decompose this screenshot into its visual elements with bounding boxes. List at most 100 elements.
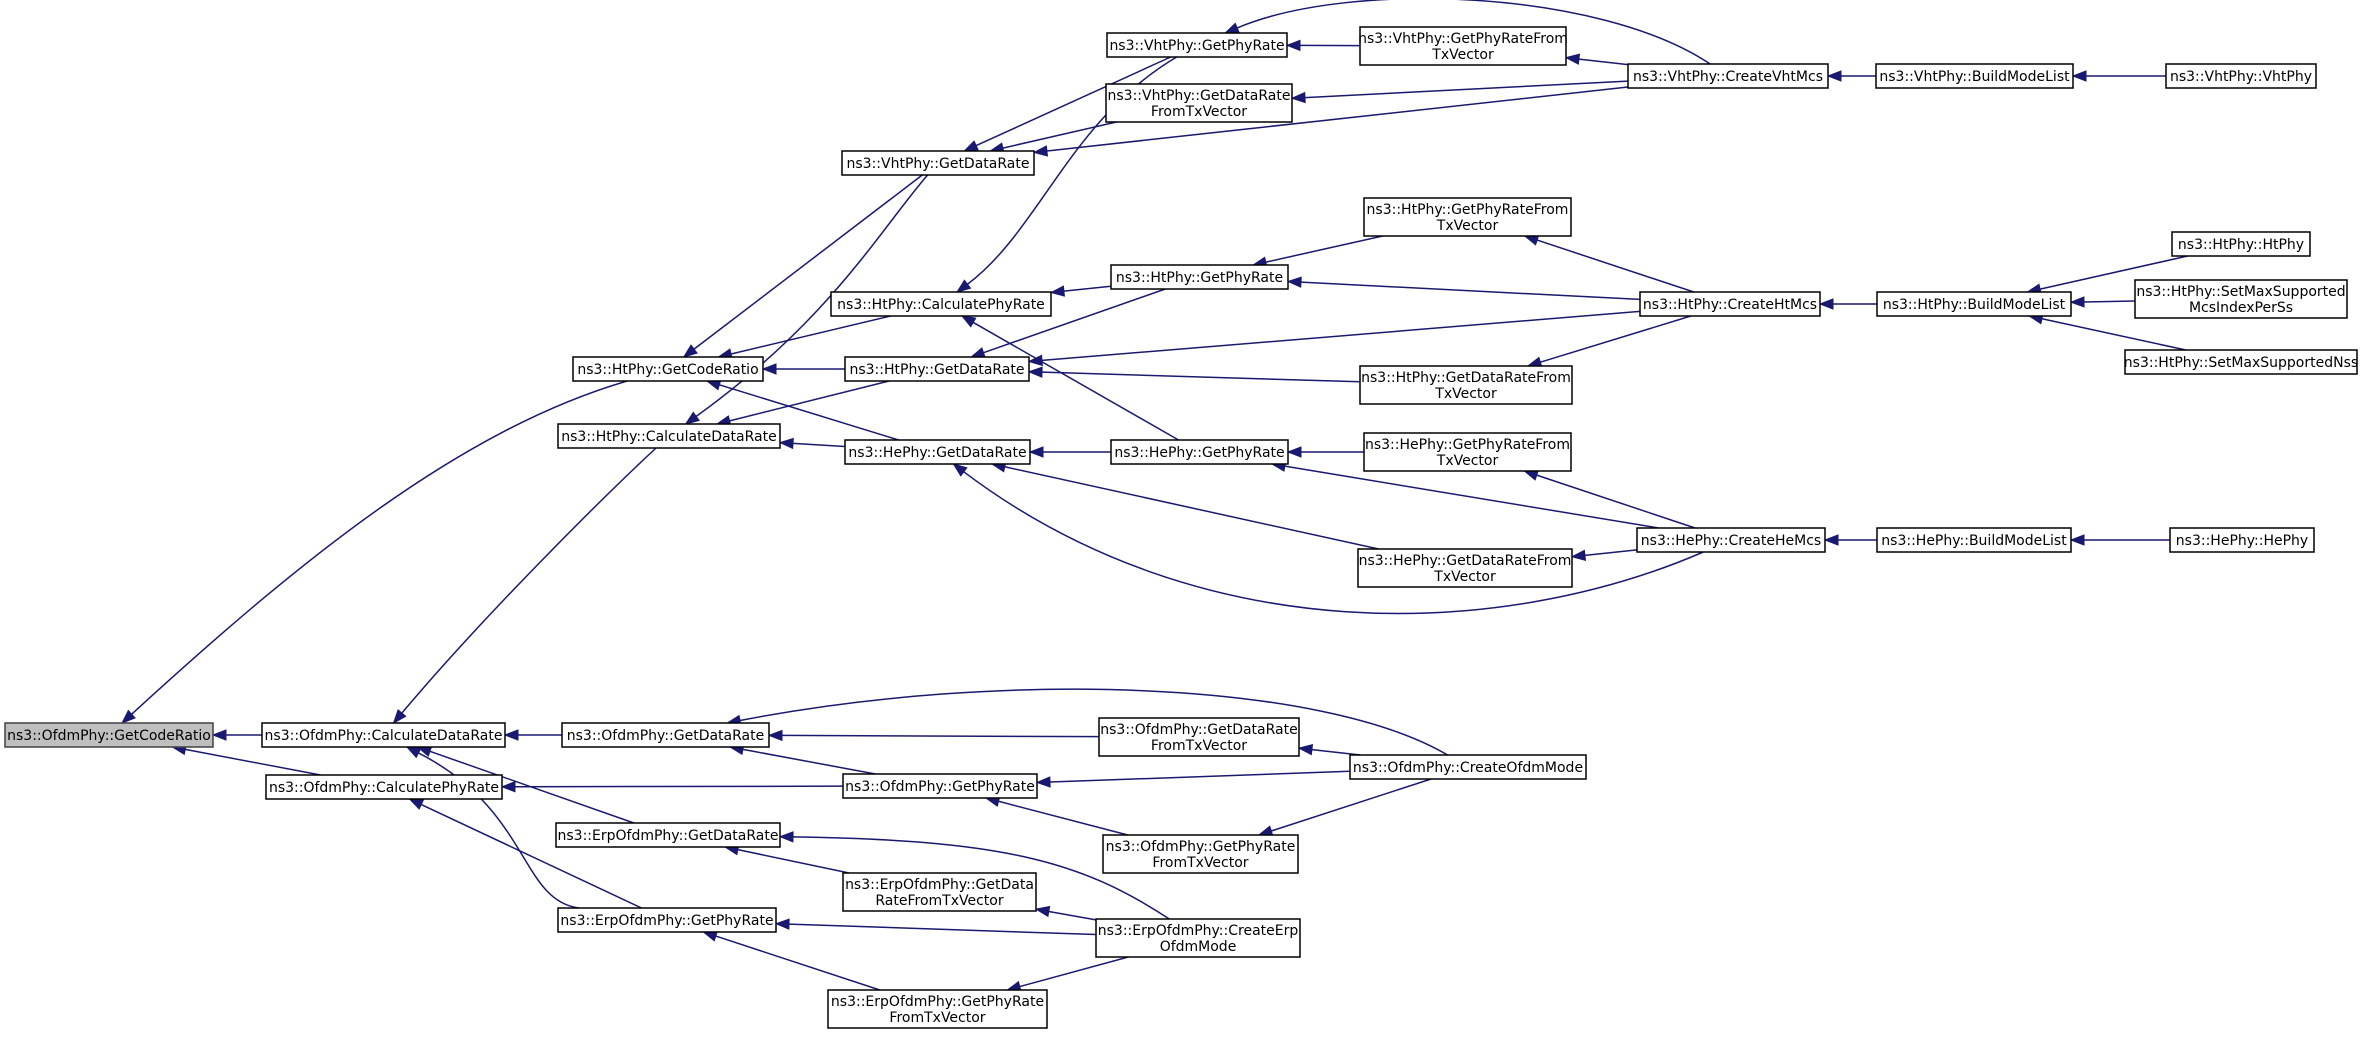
call-edge <box>725 688 1448 756</box>
node-box <box>557 907 777 933</box>
arrow-head <box>408 798 425 810</box>
function-node[interactable]: ns3::HtPhy::BuildModeList <box>1876 291 2072 317</box>
function-node[interactable]: ns3::HePhy::BuildModeList <box>1876 527 2072 553</box>
node-box <box>1106 32 1288 58</box>
edge-line <box>420 803 642 909</box>
function-node[interactable]: ns3::OfdmPhy::CalculateDataRate <box>261 722 506 748</box>
function-node[interactable]: ns3::ErpOfdmPhy::GetPhyRate <box>557 907 777 933</box>
node-box <box>261 722 506 748</box>
call-edge <box>1027 310 1641 367</box>
node-label: ns3::HePhy::GetPhyRate <box>1114 445 1284 461</box>
node-box <box>841 150 1035 176</box>
call-edge <box>211 729 262 741</box>
edge-line <box>963 471 1704 615</box>
edge-line <box>781 734 1100 738</box>
call-edge <box>503 729 562 741</box>
function-node[interactable]: ns3::VhtPhy::GetDataRate <box>841 150 1035 176</box>
edge-layer <box>121 0 2188 992</box>
edge-line <box>2041 318 2186 351</box>
function-node[interactable]: ns3::VhtPhy::VhtPhy <box>2165 63 2317 89</box>
node-box <box>842 872 1037 912</box>
function-node[interactable]: ns3::VhtPhy::BuildModeList <box>1875 63 2074 89</box>
root-node[interactable]: ns3::OfdmPhy::GetCodeRatio <box>4 722 214 748</box>
node-box <box>1363 432 1572 472</box>
call-edge <box>728 743 876 775</box>
function-node[interactable]: ns3::HtPhy::CreateHtMcs <box>1639 291 1821 317</box>
arrow-head <box>960 315 977 328</box>
function-node[interactable]: ns3::HtPhy::CalculatePhyRate <box>830 291 1052 317</box>
function-node[interactable]: ns3::OfdmPhy::GetDataRate <box>561 722 770 748</box>
function-node[interactable]: ns3::HtPhy::GetDataRate <box>844 356 1030 382</box>
node-label: ns3::VhtPhy::GetDataRate <box>847 156 1030 172</box>
node-label: FromTxVector <box>1151 738 1247 754</box>
call-edge <box>392 447 657 725</box>
function-node[interactable]: ns3::HtPhy::GetPhyRate <box>1110 264 1289 290</box>
edge-line <box>739 688 1448 756</box>
node-label: ns3::OfdmPhy::GetPhyRate <box>845 779 1035 795</box>
function-node[interactable]: ns3::HtPhy::GetCodeRatio <box>572 356 764 382</box>
arrow-head <box>682 344 698 358</box>
node-box <box>572 356 764 382</box>
call-edge <box>682 174 923 358</box>
node-label: ns3::OfdmPhy::GetDataRate <box>1100 722 1297 738</box>
node-label: ns3::VhtPhy::CreateVhtMcs <box>1633 69 1823 85</box>
node-label: ns3::HePhy::GetPhyRateFrom <box>1365 437 1570 453</box>
function-node[interactable]: ns3::HtPhy::CalculateDataRate <box>557 423 781 449</box>
function-node[interactable]: ns3::VhtPhy::CreateVhtMcs <box>1627 63 1829 89</box>
function-node[interactable]: ns3::OfdmPhy::CalculatePhyRate <box>265 774 503 800</box>
node-box <box>844 439 1031 465</box>
call-edge <box>1297 743 1361 756</box>
function-node[interactable]: ns3::OfdmPhy::GetPhyRate <box>842 773 1038 799</box>
arrow-head <box>1027 354 1043 367</box>
function-node[interactable]: ns3::OfdmPhy::CreateOfdmMode <box>1349 754 1587 780</box>
node-box <box>2124 349 2358 375</box>
arrow-head <box>952 463 968 477</box>
function-node[interactable]: ns3::VhtPhy::GetPhyRate <box>1106 32 1288 58</box>
function-node[interactable]: ns3::HePhy::GetDataRate <box>844 439 1031 465</box>
function-node[interactable]: ns3::ErpOfdmPhy::GetDataRate <box>555 822 781 848</box>
edge-line <box>742 748 876 775</box>
node-box <box>1359 365 1573 405</box>
node-box <box>2134 279 2348 319</box>
function-node[interactable]: ns3::HePhy::GetPhyRate <box>1110 439 1289 465</box>
arrow-head <box>1570 549 1587 562</box>
call-edge <box>408 798 642 909</box>
node-label: OfdmMode <box>1160 939 1237 955</box>
node-label: ns3::HePhy::BuildModeList <box>1881 533 2067 549</box>
arrow-head <box>1027 366 1043 378</box>
call-edge <box>1570 549 1638 562</box>
edge-line <box>1584 549 1638 557</box>
node-label: ns3::HtPhy::BuildModeList <box>1883 297 2066 313</box>
call-edge <box>171 743 321 776</box>
function-node[interactable]: ns3::HtPhy::HtPhy <box>2171 231 2311 257</box>
call-edge <box>1034 905 1097 921</box>
call-edge <box>1251 235 1383 268</box>
arrow-head <box>955 279 972 293</box>
call-edge <box>952 463 1704 615</box>
function-node[interactable]: ns3::HtPhy::SetMaxSupportedNss <box>2124 349 2358 375</box>
node-label: FromTxVector <box>1152 855 1248 871</box>
node-label: ns3::HtPhy::HtPhy <box>2178 237 2304 253</box>
node-box <box>1359 26 1567 66</box>
node-box <box>1110 264 1289 290</box>
function-node[interactable]: ns3::HePhy::HePhy <box>2169 527 2315 553</box>
arrow-head <box>684 411 700 425</box>
function-node[interactable]: ns3::HePhy::CreateHeMcs <box>1636 527 1826 553</box>
call-edge <box>723 844 850 874</box>
node-box <box>555 822 781 848</box>
call-edge <box>984 795 1128 836</box>
node-box <box>1876 291 2072 317</box>
edge-line <box>1236 0 1711 65</box>
